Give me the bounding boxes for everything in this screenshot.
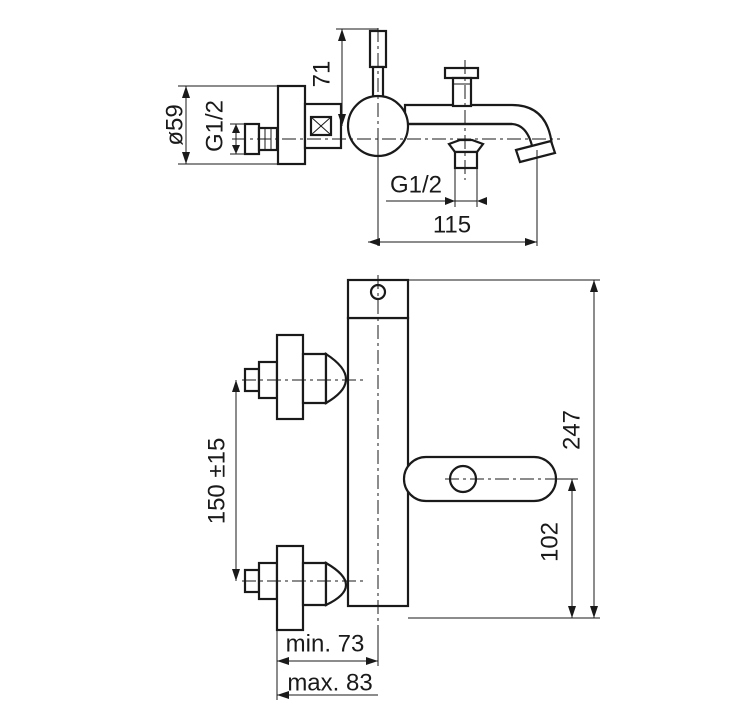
front-max-label: max. 83 bbox=[287, 669, 372, 696]
front-handle-height-label: 102 bbox=[536, 522, 563, 562]
top-spout-tip bbox=[514, 139, 557, 164]
front-lower-escutcheon bbox=[275, 544, 305, 632]
front-upper-escutcheon bbox=[275, 333, 305, 421]
top-outlet-stem bbox=[453, 150, 479, 170]
top-escutcheon bbox=[276, 84, 307, 166]
top-outlet-nut bbox=[447, 138, 485, 154]
top-view: ø59 G1/2 71 G1/2 115 bbox=[161, 28, 560, 246]
top-width-label: 115 bbox=[433, 211, 471, 238]
front-min-label: min. 73 bbox=[286, 630, 365, 657]
top-height-label: 71 bbox=[308, 61, 335, 88]
top-inlet-thread-label: G1/2 bbox=[201, 100, 228, 152]
front-view: 150 ±15 247 102 min. 73 max. 83 bbox=[203, 275, 600, 700]
top-diameter-label: ø59 bbox=[161, 104, 188, 145]
front-upper-elbow bbox=[324, 351, 347, 405]
top-diverter-stem bbox=[451, 76, 473, 108]
top-spout-thread-label: G1/2 bbox=[390, 171, 442, 198]
front-spacing-label: 150 ±15 bbox=[203, 438, 230, 525]
front-total-height-label: 247 bbox=[558, 410, 585, 450]
top-diverter-cap bbox=[443, 66, 480, 80]
front-lower-elbow bbox=[324, 561, 347, 607]
